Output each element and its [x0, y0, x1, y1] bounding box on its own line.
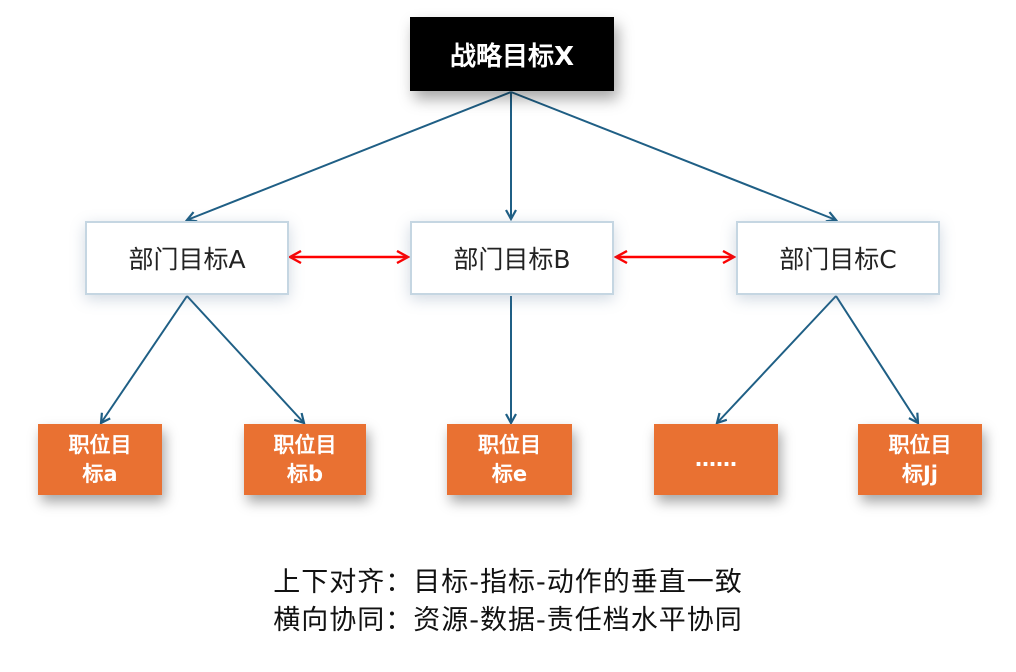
arrow-C-to-Jj — [835, 295, 918, 423]
position-goal-b-node: 职位目标b — [244, 424, 366, 495]
arrow-C-to-etc — [717, 295, 837, 423]
department-goal-label: 部门目标B — [453, 245, 571, 274]
caption-vertical-alignment: 上下对齐：目标-指标-动作的垂直一致 — [273, 567, 743, 598]
position-goal-label: 职位目标Jj — [888, 432, 952, 486]
position-goal-Jj-node: 职位目标Jj — [858, 424, 982, 495]
department-goal-B-node: 部门目标B — [410, 221, 614, 295]
arrow-A-to-b — [186, 295, 304, 423]
arrow-X-to-C — [510, 91, 836, 220]
department-goal-A-node: 部门目标A — [85, 221, 289, 295]
position-goal-e-node: 职位目标e — [447, 424, 572, 495]
caption-horizontal-collaboration: 横向协同：资源-数据-责任档水平协同 — [273, 605, 743, 636]
arrow-A-to-a — [101, 295, 188, 423]
position-goal-label: 职位目标e — [478, 432, 541, 486]
position-goal-label: 职位目标b — [273, 432, 337, 486]
department-goal-C-node: 部门目标C — [736, 221, 940, 295]
position-goal-ellipsis-node: …… — [654, 424, 778, 495]
arrow-X-to-A — [187, 91, 512, 220]
position-goal-a-node: 职位目标a — [38, 424, 162, 495]
strategic-goal-label: 战略目标X — [449, 41, 575, 72]
position-goal-label: 职位目标a — [68, 432, 132, 486]
department-goal-label: 部门目标C — [779, 245, 897, 274]
strategic-goal-node: 战略目标X — [410, 17, 614, 91]
department-goal-label: 部门目标A — [128, 245, 246, 274]
position-goal-label: …… — [695, 447, 737, 471]
